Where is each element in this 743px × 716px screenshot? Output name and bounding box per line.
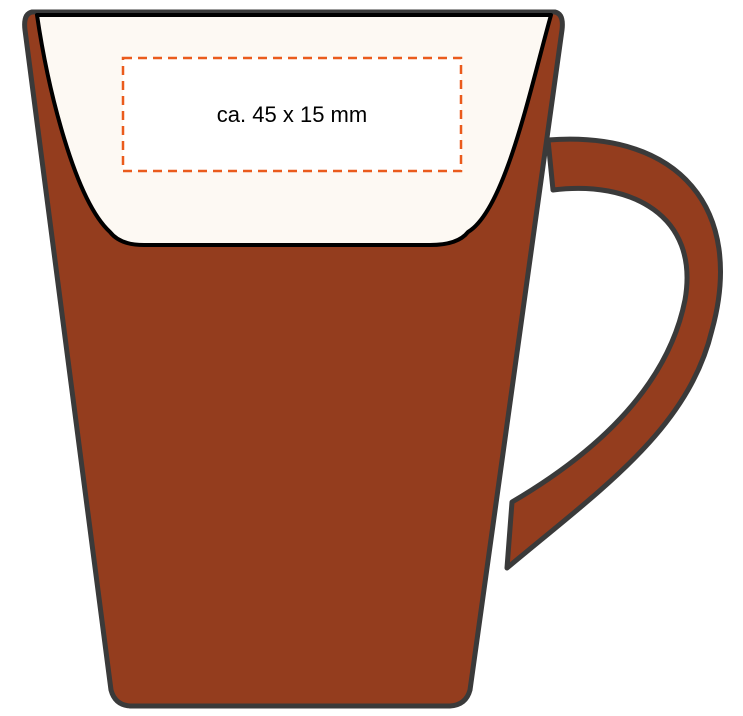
print-area-label: ca. 45 x 15 mm [217,102,367,127]
